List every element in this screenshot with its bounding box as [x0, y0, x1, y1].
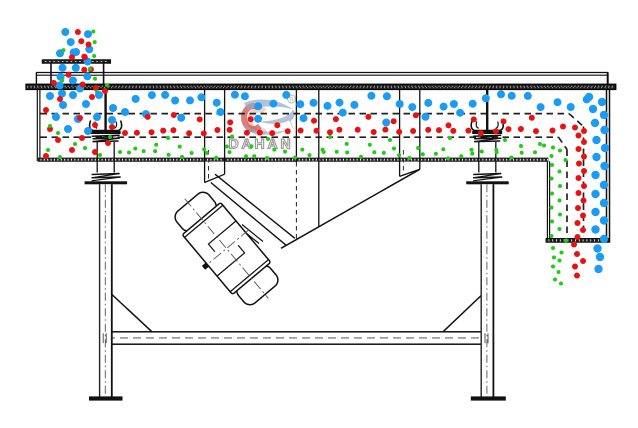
svg-text:R: R: [289, 98, 294, 104]
svg-text:DAHAN: DAHAN: [229, 136, 294, 152]
